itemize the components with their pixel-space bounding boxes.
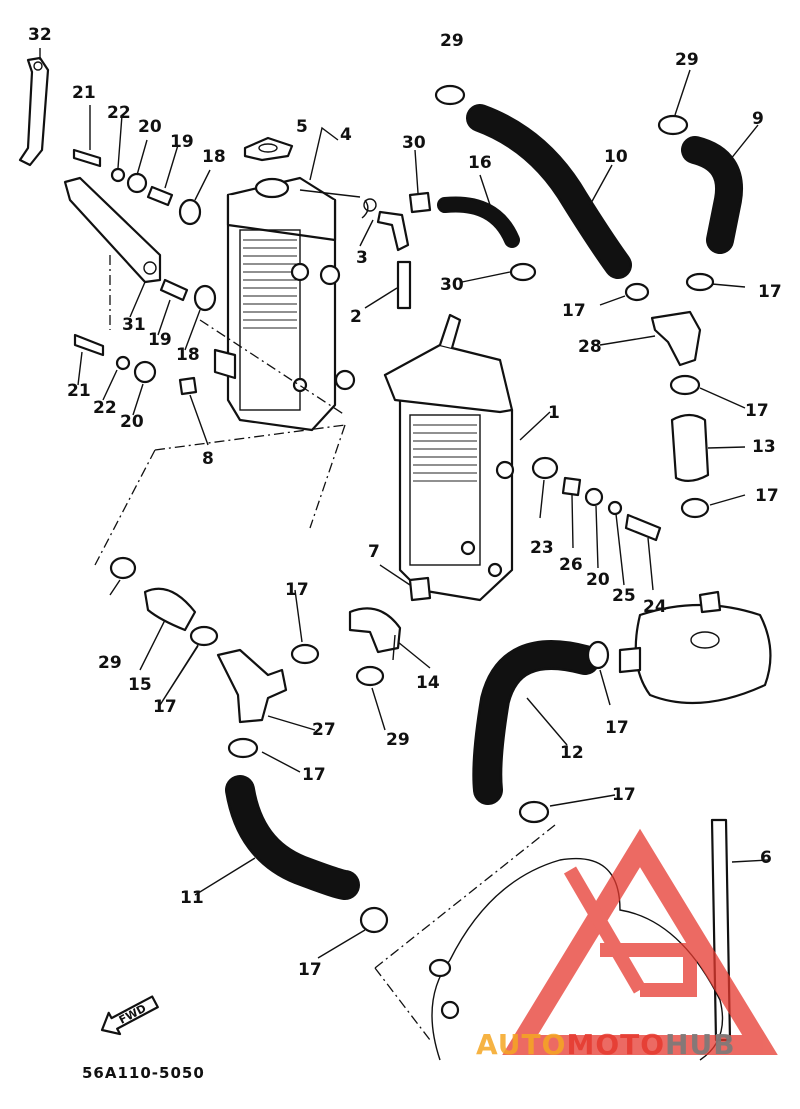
radiator-cap: [243, 136, 294, 162]
callout-12: 12: [560, 743, 584, 763]
callout-20b: 20: [120, 412, 144, 432]
watermark-auto: AUTO: [476, 1028, 566, 1061]
callout-20c: 20: [586, 570, 610, 590]
callout-15: 15: [128, 675, 152, 695]
callout-22a: 22: [107, 103, 131, 123]
left-radiator: [213, 176, 356, 432]
callout-9: 9: [752, 109, 764, 129]
callout-8: 8: [202, 449, 214, 469]
callout-17g: 17: [605, 718, 629, 738]
mount-bracket: [63, 176, 162, 284]
fwd-label: FWD: [117, 1002, 149, 1027]
forward-arrow: FWD: [100, 995, 159, 1036]
callout-14: 14: [416, 673, 440, 693]
callout-22b: 22: [93, 398, 117, 418]
hose-13: [670, 413, 710, 482]
right-radiator: [383, 313, 515, 602]
callout-23: 23: [530, 538, 554, 558]
callout-1: 1: [548, 403, 560, 423]
callout-labels: 1 2 3 4 5 6 7 8 9 10 11 12 13 14 15 16 1…: [28, 25, 782, 980]
callout-19a: 19: [170, 132, 194, 152]
callout-2: 2: [350, 307, 362, 327]
callout-17b: 17: [562, 301, 586, 321]
callout-31: 31: [122, 315, 146, 335]
callout-16: 16: [468, 153, 492, 173]
callout-29b: 29: [675, 50, 699, 70]
stay-bracket: [18, 56, 50, 167]
callout-32: 32: [28, 25, 52, 45]
hose-clamps: [109, 84, 715, 934]
callout-18b: 18: [176, 345, 200, 365]
callout-17a: 17: [758, 282, 782, 302]
callout-29a: 29: [440, 31, 464, 51]
callout-29c: 29: [98, 653, 122, 673]
callout-27: 27: [312, 720, 336, 740]
svg-text:AUTOMOTOHUB: AUTOMOTOHUB: [476, 1028, 736, 1061]
callout-19b: 19: [148, 330, 172, 350]
callout-24: 24: [643, 597, 667, 617]
callout-7: 7: [368, 542, 380, 562]
callout-30a: 30: [402, 133, 426, 153]
callout-17e: 17: [285, 580, 309, 600]
watermark-moto: MOTO: [566, 1028, 665, 1061]
callout-18a: 18: [202, 147, 226, 167]
hose-15: [143, 587, 197, 632]
callout-17f: 17: [153, 697, 177, 717]
callout-6: 6: [760, 848, 772, 868]
callout-17h: 17: [302, 765, 326, 785]
callout-17j: 17: [298, 960, 322, 980]
diagram-code: 56A110-5050: [82, 1064, 205, 1082]
watermark-hub: HUB: [665, 1028, 736, 1061]
bolts-washers-right: [531, 456, 662, 542]
callout-11: 11: [180, 888, 204, 908]
water-pump-cover: [618, 590, 772, 705]
joint-27: [216, 648, 288, 724]
callout-21b: 21: [67, 381, 91, 401]
callout-17d: 17: [755, 486, 779, 506]
joint-28: [650, 310, 702, 367]
callout-3: 3: [356, 248, 368, 268]
callout-26: 26: [559, 555, 583, 575]
callout-4: 4: [340, 125, 352, 145]
leader-lines: [39, 48, 769, 1041]
bolts-washers-left: [72, 148, 217, 396]
callout-5: 5: [296, 117, 308, 137]
callout-17i: 17: [612, 785, 636, 805]
callout-30b: 30: [440, 275, 464, 295]
callout-20a: 20: [138, 117, 162, 137]
callout-13: 13: [752, 437, 776, 457]
callout-28: 28: [578, 337, 602, 357]
callout-29d: 29: [386, 730, 410, 750]
breather-pipe: [396, 260, 412, 310]
callout-17c: 17: [745, 401, 769, 421]
callout-25: 25: [612, 586, 636, 606]
watermark-logo: [502, 828, 778, 1055]
callout-10: 10: [604, 147, 628, 167]
callout-21a: 21: [72, 83, 96, 103]
hose-14: [348, 607, 402, 654]
